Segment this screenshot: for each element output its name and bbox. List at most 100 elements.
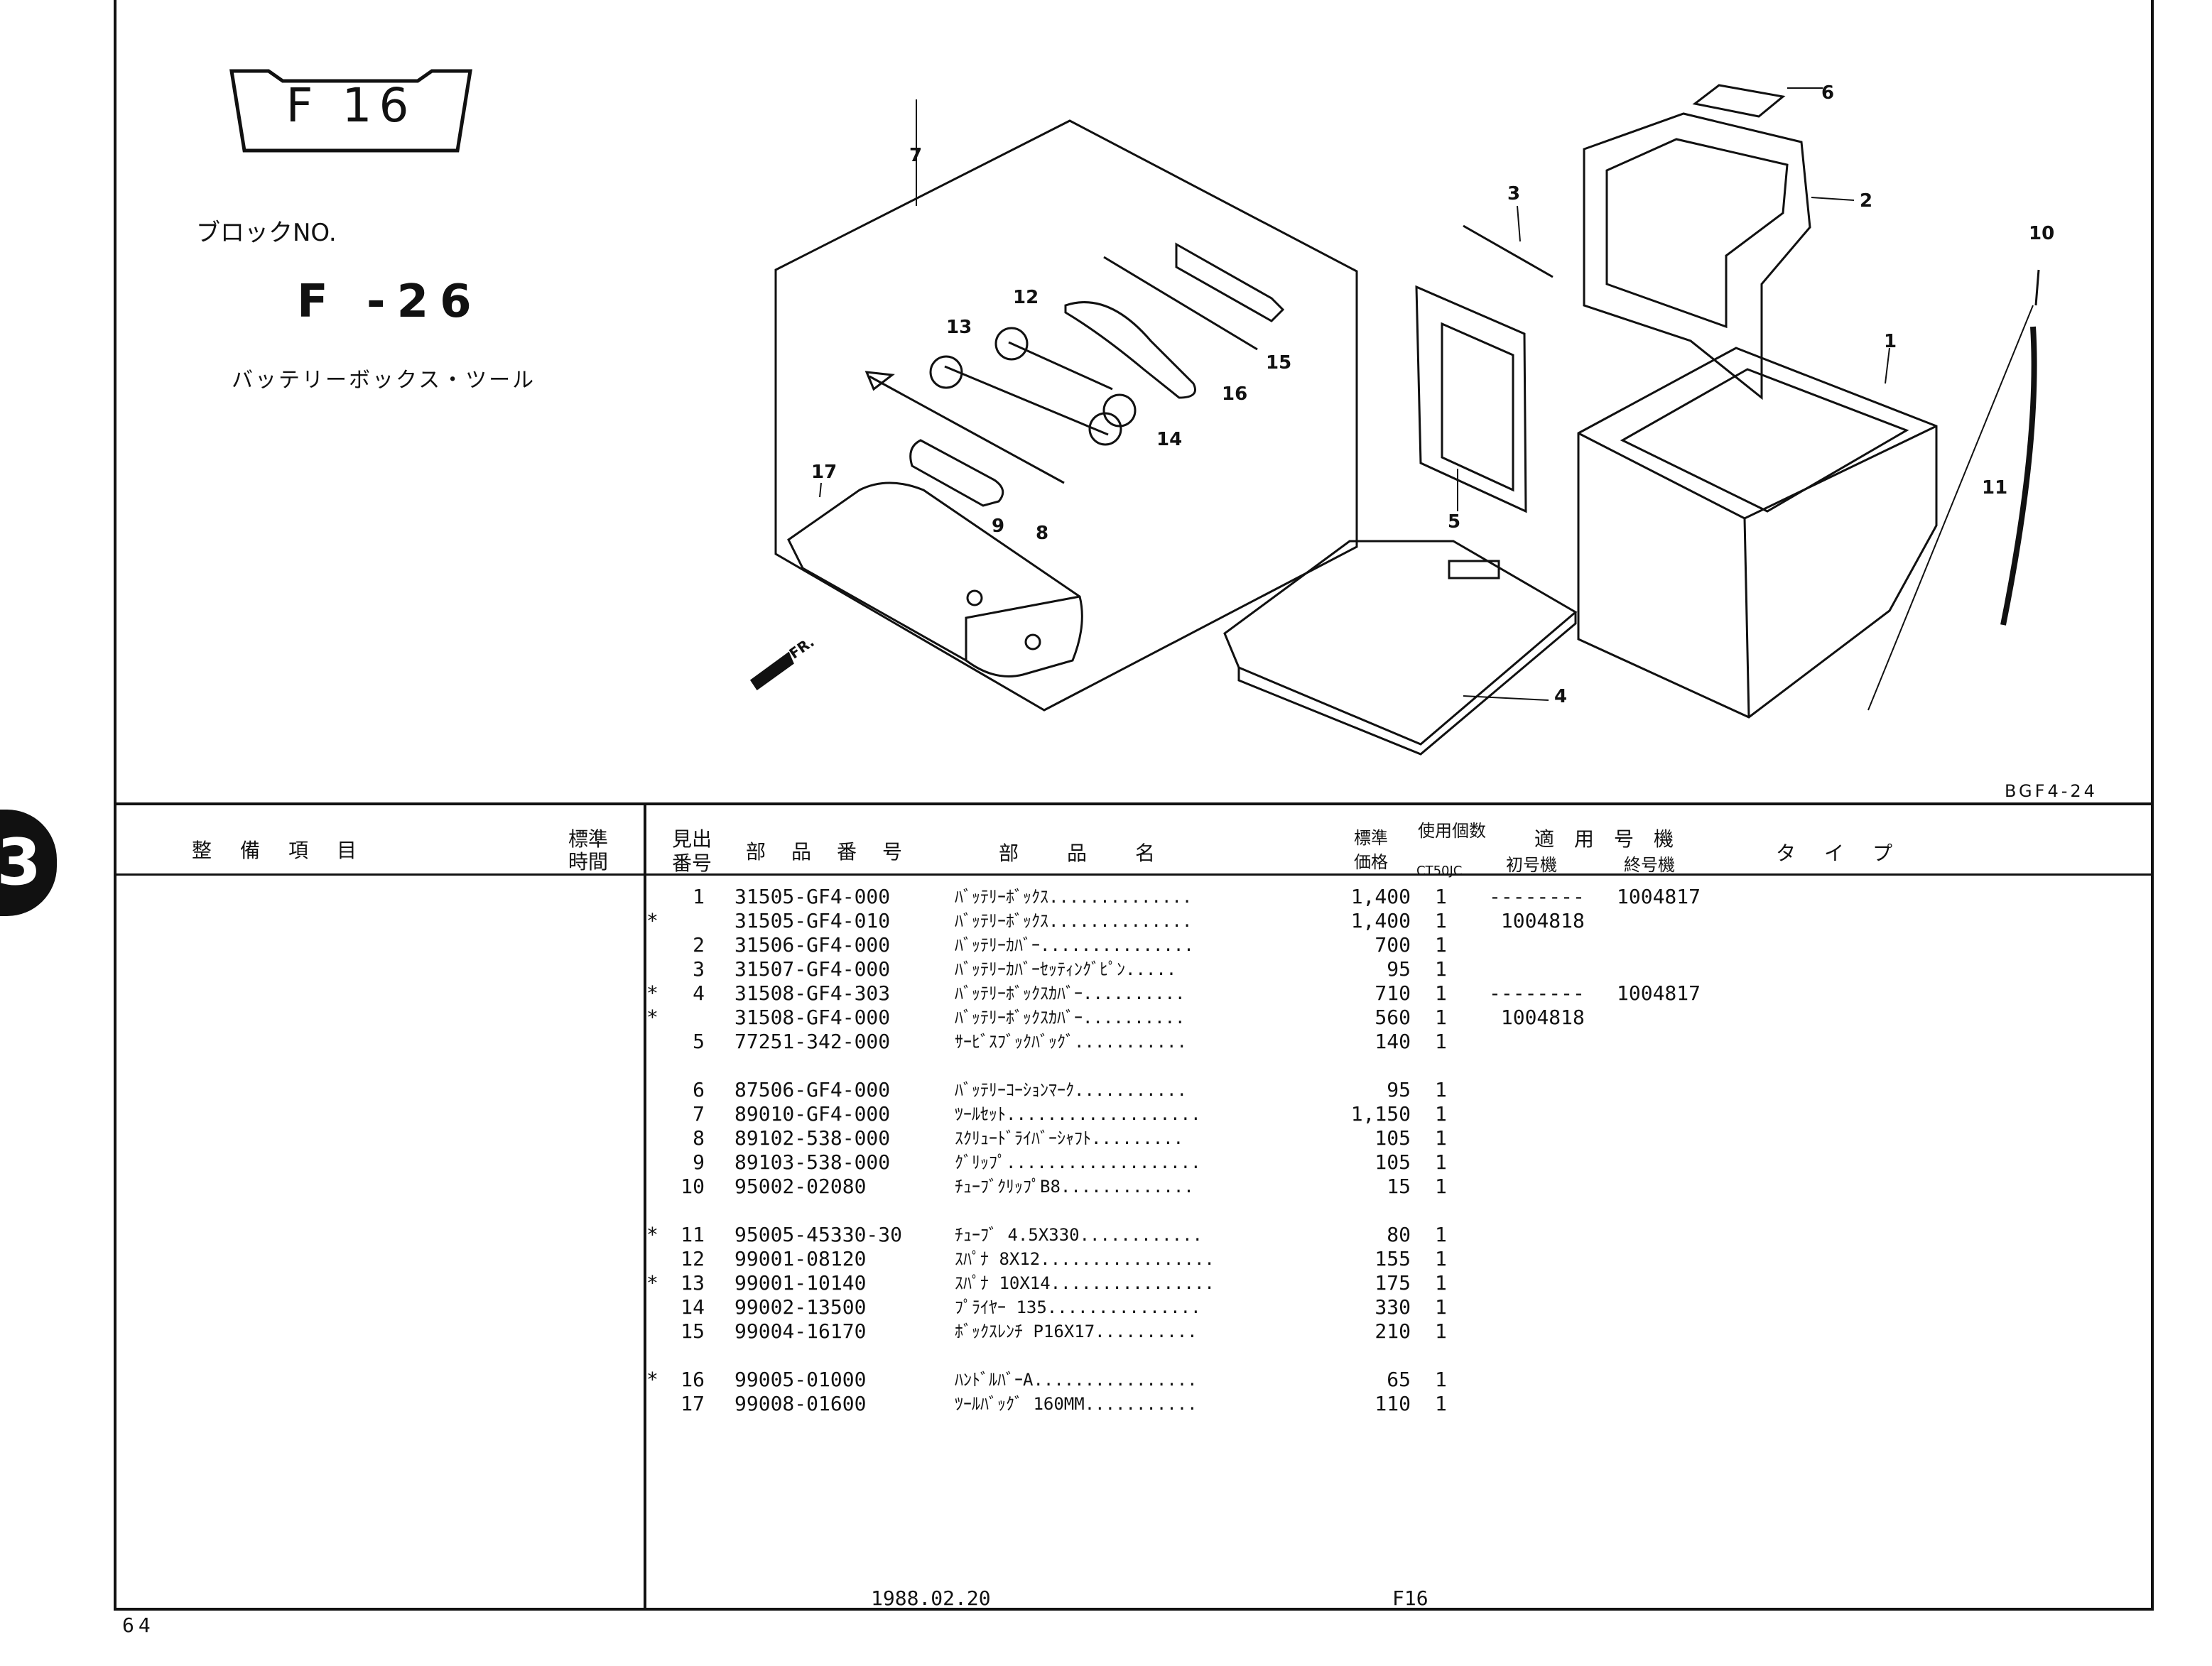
part-name: ﾊﾞｯﾃﾘｰｺｰｼｮﾝﾏｰｸ........... — [955, 1080, 1187, 1100]
part-number: 99002-13500 — [734, 1295, 867, 1319]
part-price: 330 — [1375, 1295, 1411, 1319]
part-number: 31507-GF4-000 — [734, 957, 891, 981]
part-qty: 1 — [1435, 909, 1447, 932]
callout-5: 5 — [1448, 511, 1461, 533]
part-price: 175 — [1375, 1271, 1411, 1295]
part-price: 65 — [1387, 1368, 1411, 1391]
part-number: 31508-GF4-000 — [734, 1006, 891, 1029]
part-qty: 1 — [1435, 1295, 1447, 1319]
block-number: F -26 — [297, 276, 483, 328]
chapter-number: 3 — [0, 825, 41, 900]
part-ref-no: 16 — [681, 1368, 705, 1391]
part-name: ｽｸﾘｭｰﾄﾞﾗｲﾊﾞｰｼｬﾌﾄ......... — [955, 1128, 1184, 1148]
title-plate: F 16 — [226, 65, 476, 158]
part-number: 95002-02080 — [734, 1175, 867, 1198]
callout-9: 9 — [992, 516, 1005, 537]
screwdriver-shaft-8 — [869, 375, 1065, 484]
part-number: 89010-GF4-000 — [734, 1102, 891, 1126]
part-price: 1,400 — [1350, 885, 1411, 908]
part-name: ﾌﾟﾗｲﾔｰ 135............... — [955, 1297, 1201, 1317]
part-name: ﾊﾞｯﾃﾘｰﾎﾞｯｸｽ.............. — [955, 911, 1193, 931]
tool-bag-17 — [787, 481, 1083, 677]
part-name: ﾁｭｰﾌﾞｸﾘｯﾌﾟB8............. — [955, 1177, 1194, 1197]
part-price: 105 — [1375, 1150, 1411, 1174]
tool-bag-flap — [965, 595, 1080, 660]
header-qty: 使用個数 — [1418, 821, 1486, 841]
part-ref-no: 5 — [693, 1030, 705, 1053]
part-price: 700 — [1375, 933, 1411, 957]
battery-cover-4 — [1223, 540, 1578, 746]
header-part-name: 部 品 名 — [999, 842, 1159, 865]
handlebar-16 — [1103, 256, 1258, 351]
part-number: 99008-01600 — [734, 1392, 867, 1415]
header-std-time-1: 標準 — [568, 827, 609, 851]
part-price: 155 — [1375, 1247, 1411, 1270]
part-price: 1,400 — [1350, 909, 1411, 932]
callout-11: 11 — [1982, 477, 2008, 499]
header-model: CT50JC — [1416, 864, 1463, 878]
footer-date: 1988.02.20 — [871, 1586, 991, 1610]
fr-arrow — [749, 651, 794, 691]
part-number: 31505-GF4-010 — [734, 909, 891, 932]
header-ref-no-1: 見出 — [672, 827, 712, 851]
part-name: ﾊﾞｯﾃﾘｰｶﾊﾞｰｾｯﾃｨﾝｸﾞﾋﾟﾝ..... — [955, 959, 1177, 979]
part-ref-no: 15 — [681, 1319, 705, 1343]
part-name: ﾎﾞｯｸｽﾚﾝﾁ P16X17.......... — [955, 1322, 1198, 1341]
part-ref-no: 1 — [693, 885, 705, 908]
part-ref-no: 14 — [681, 1295, 705, 1319]
part-mark: * — [646, 1223, 658, 1246]
part-name: ｽﾊﾟﾅ 10X14................ — [955, 1273, 1215, 1293]
callout-12: 12 — [1013, 287, 1039, 308]
callout-8: 8 — [1036, 523, 1049, 544]
part-mark: * — [646, 1271, 658, 1295]
table-row: * 31505-GF4-010 ﾊﾞｯﾃﾘｰﾎﾞｯｸｽ.............. 1… — [0, 909, 2212, 933]
part-price: 105 — [1375, 1126, 1411, 1150]
part-mark: * — [646, 1368, 658, 1391]
header-part-no: 部 品 番 号 — [746, 840, 906, 864]
part-name: ﾊﾞｯﾃﾘｰﾎﾞｯｸｽ.............. — [955, 887, 1193, 907]
part-qty: 1 — [1435, 1368, 1447, 1391]
part-name: ﾊﾞｯﾃﾘｰｶﾊﾞｰ............... — [955, 935, 1194, 955]
page-frame — [114, 0, 2154, 1611]
part-price: 210 — [1375, 1319, 1411, 1343]
part-name: ﾊﾞｯﾃﾘｰﾎﾞｯｸｽｶﾊﾞｰ.......... — [955, 1008, 1186, 1028]
callout-16: 16 — [1222, 383, 1248, 405]
wrench-12 — [1008, 341, 1113, 391]
part-price: 80 — [1387, 1223, 1411, 1246]
callout-2: 2 — [1860, 190, 1873, 212]
part-ref-no: 11 — [681, 1223, 705, 1246]
tube-11 — [2000, 326, 2037, 626]
part-qty: 1 — [1435, 1175, 1447, 1198]
part-number: 99001-10140 — [734, 1271, 867, 1295]
callout-10: 10 — [2029, 223, 2055, 244]
part-first-serial: 1004818 — [1489, 1006, 1585, 1029]
header-std-price-2: 価格 — [1354, 852, 1388, 872]
part-ref-no: 10 — [681, 1175, 705, 1198]
exploded-diagram — [749, 84, 2040, 756]
part-mark: * — [646, 909, 658, 932]
footer-code: F16 — [1392, 1586, 1428, 1610]
part-qty: 1 — [1435, 1150, 1447, 1174]
part-price: 140 — [1375, 1030, 1411, 1053]
part-name: ﾁｭｰﾌﾞ 4.5X330............ — [955, 1225, 1203, 1245]
part-ref-no: 13 — [681, 1271, 705, 1295]
page-number: 64 — [122, 1613, 155, 1637]
callout-3: 3 — [1507, 183, 1521, 205]
part-name: ﾊﾝﾄﾞﾙﾊﾞｰA................ — [955, 1370, 1198, 1390]
part-name: ｻｰﾋﾞｽﾌﾞｯｸﾊﾞｯｸﾞ........... — [955, 1032, 1187, 1052]
part-price: 1,150 — [1350, 1102, 1411, 1126]
toolset-outline — [774, 119, 1358, 712]
grip-9 — [909, 439, 1004, 507]
table-top-rule — [114, 802, 2154, 805]
part-ref-no: 17 — [681, 1392, 705, 1415]
header-last-no: 終号機 — [1624, 855, 1675, 875]
part-name: ｽﾊﾟﾅ 8X12................. — [955, 1249, 1215, 1269]
